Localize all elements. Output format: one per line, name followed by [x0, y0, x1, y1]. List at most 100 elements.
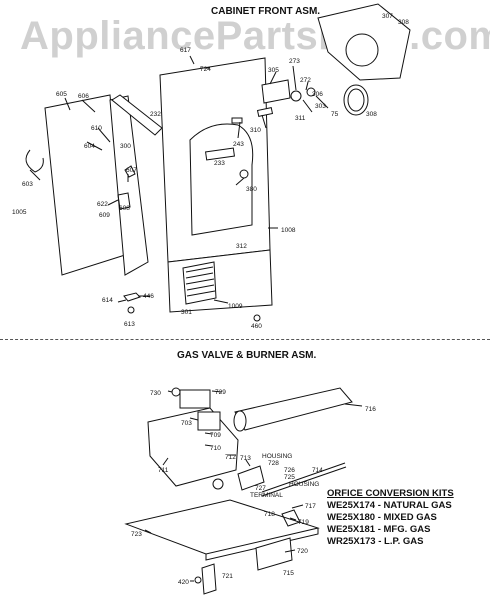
- part-label: 614: [102, 297, 113, 304]
- part-label: 303: [315, 103, 326, 110]
- part-labels-top: 307 308 617 724 305 273 272 306 75 311 3…: [12, 13, 409, 330]
- cabinet-front-title: CABINET FRONT ASM.: [211, 6, 321, 17]
- part-label: 307: [382, 13, 393, 20]
- part-label: 273: [289, 58, 300, 65]
- part-label: 716: [365, 406, 376, 413]
- door-handle: [111, 94, 163, 136]
- kit-item: WR25X173 - L.P. GAS: [327, 536, 424, 547]
- kit-item: WE25X180 - MIXED GAS: [327, 512, 437, 523]
- burner-tube: [234, 387, 353, 431]
- front-panel-opening: [189, 123, 254, 236]
- part-label: 730: [150, 390, 161, 397]
- valve-coil-729: [179, 389, 211, 409]
- latch-part-232: [231, 117, 243, 124]
- part-label: 711: [158, 467, 169, 474]
- part-719: [281, 509, 301, 527]
- part-label: 1005: [12, 209, 27, 216]
- switch-part-306: [306, 87, 316, 97]
- screw-613: [127, 306, 135, 314]
- duct-opening: [345, 33, 379, 67]
- part-label: 713: [240, 455, 251, 462]
- part-label: 717: [305, 503, 316, 510]
- part-label: HOUSING: [262, 453, 292, 460]
- valve-fitting: [212, 478, 224, 490]
- part-label: 622: [97, 201, 108, 208]
- part-label: 308: [366, 111, 377, 118]
- kits-heading: ORFICE CONVERSION KITS: [327, 488, 454, 499]
- lint-slot: [205, 147, 235, 161]
- hinge-part-446: [123, 292, 141, 302]
- part-label: 603: [22, 181, 33, 188]
- part-label: 420: [178, 579, 189, 586]
- screw-460: [253, 314, 261, 322]
- part-label: 604: [84, 143, 95, 150]
- part-label: 726: [284, 467, 295, 474]
- part-720: [255, 537, 293, 571]
- part-label: 712: [225, 454, 236, 461]
- hinge-part-608: [117, 192, 131, 210]
- grille-slats: [185, 266, 216, 297]
- part-label: TERMINAL: [250, 492, 283, 499]
- part-label: 380: [246, 186, 257, 193]
- part-721: [201, 563, 217, 595]
- part-label: 723: [131, 531, 142, 538]
- part-label: 609: [99, 212, 110, 219]
- igniter-housing: [237, 465, 265, 491]
- part-labels-bottom: 730 729 716 703 709 710 711 712 713 HOUS…: [131, 389, 376, 586]
- part-label: 300: [120, 143, 131, 150]
- part-label: 703: [181, 420, 192, 427]
- part-label: 75: [331, 111, 339, 118]
- part-label: 305: [268, 67, 279, 74]
- leader-lines-top: [29, 55, 329, 304]
- latch-part-310: [256, 107, 274, 117]
- watermark: AppliancePartsPros.com: [20, 14, 490, 58]
- part-label: 312: [236, 243, 247, 250]
- part-label: 727: [255, 485, 266, 492]
- door-switch-plate: [261, 79, 291, 104]
- part-label: 243: [233, 141, 244, 148]
- part-label: 608: [119, 205, 130, 212]
- part-label: 233: [214, 160, 225, 167]
- kit-item: WE25X174 - NATURAL GAS: [327, 500, 452, 511]
- part-label: 729: [215, 389, 226, 396]
- part-label: 720: [297, 548, 308, 555]
- part-label: 721: [222, 573, 233, 580]
- part-label: 272: [300, 77, 311, 84]
- door-stop-part: [25, 149, 44, 173]
- part-label: 613: [124, 321, 135, 328]
- part-label: 714: [312, 467, 323, 474]
- part-label: 308: [398, 19, 409, 26]
- switch-knob: [290, 90, 302, 102]
- part-label: 232: [150, 111, 161, 118]
- part-label: 610: [91, 125, 102, 132]
- part-label: 715: [283, 570, 294, 577]
- screw-420: [194, 576, 202, 584]
- part-label: 1008: [281, 227, 296, 234]
- part-label: 310: [250, 127, 261, 134]
- part-label: 728: [268, 460, 279, 467]
- part-label: 311: [295, 115, 306, 122]
- part-label: 301: [181, 309, 192, 316]
- knob-380: [239, 169, 249, 179]
- gas-valve-title: GAS VALVE & BURNER ASM.: [177, 350, 317, 361]
- part-label: 460: [251, 323, 262, 330]
- leader-lines-bottom: [144, 390, 363, 582]
- section-divider: [0, 339, 490, 340]
- seal-ring-inner: [347, 88, 365, 112]
- gas-line: [261, 462, 346, 493]
- part-label: 709: [210, 432, 221, 439]
- part-label: 725: [284, 474, 295, 481]
- part-label: 719: [298, 519, 309, 526]
- valve-coil-703: [197, 411, 221, 431]
- part-label: 306: [312, 91, 323, 98]
- gas-line-2: [261, 466, 347, 497]
- gas-valve-body: [147, 407, 239, 487]
- part-label: 446: [143, 293, 154, 300]
- kit-item: WE25X181 - MFG. GAS: [327, 524, 431, 535]
- part-label: 617: [180, 47, 191, 54]
- burner-tube-end: [233, 410, 247, 432]
- part-label: 1009: [228, 303, 243, 310]
- lint-grille: [182, 261, 217, 305]
- part-label: 607: [126, 167, 137, 174]
